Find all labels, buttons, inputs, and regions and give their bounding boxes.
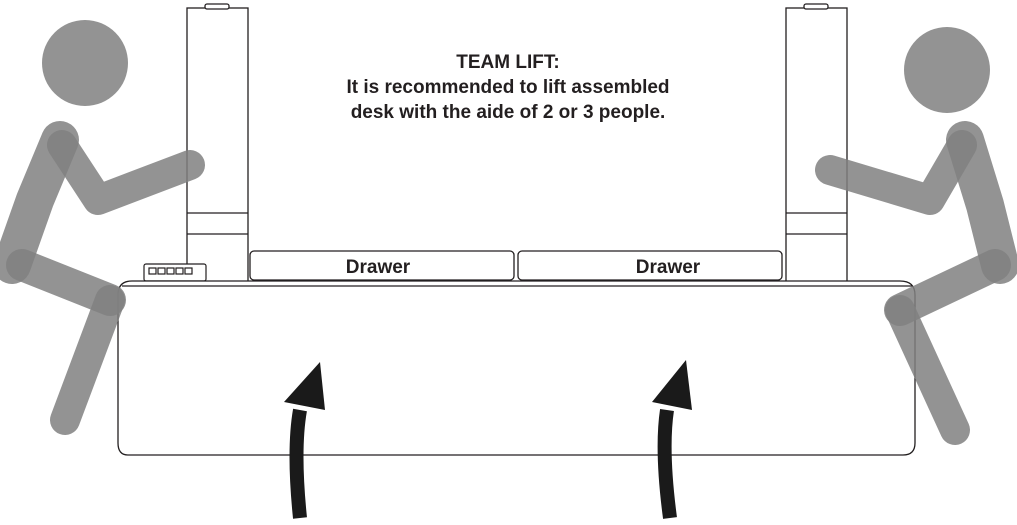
right-desk-leg <box>785 3 848 285</box>
notice-line-2: desk with the aide of 2 or 3 people. <box>350 102 666 123</box>
drawer-left-label: Drawer <box>346 257 411 278</box>
left-person-figure <box>0 20 205 435</box>
left-desk-leg <box>186 3 249 285</box>
control-keypad <box>143 263 207 282</box>
right-person-figure <box>815 27 1017 445</box>
drawer-right: Drawer <box>517 250 783 281</box>
drawer-right-label: Drawer <box>636 257 701 278</box>
lift-arrow-right <box>652 360 692 519</box>
team-lift-notice: TEAM LIFT: It is recommended to lift ass… <box>258 50 758 125</box>
desktop-top <box>117 280 916 456</box>
lift-arrow-left <box>284 362 325 519</box>
notice-line-1: It is recommended to lift assembled <box>346 77 670 98</box>
drawer-left: Drawer <box>249 250 515 281</box>
notice-title: TEAM LIFT: <box>456 52 560 73</box>
